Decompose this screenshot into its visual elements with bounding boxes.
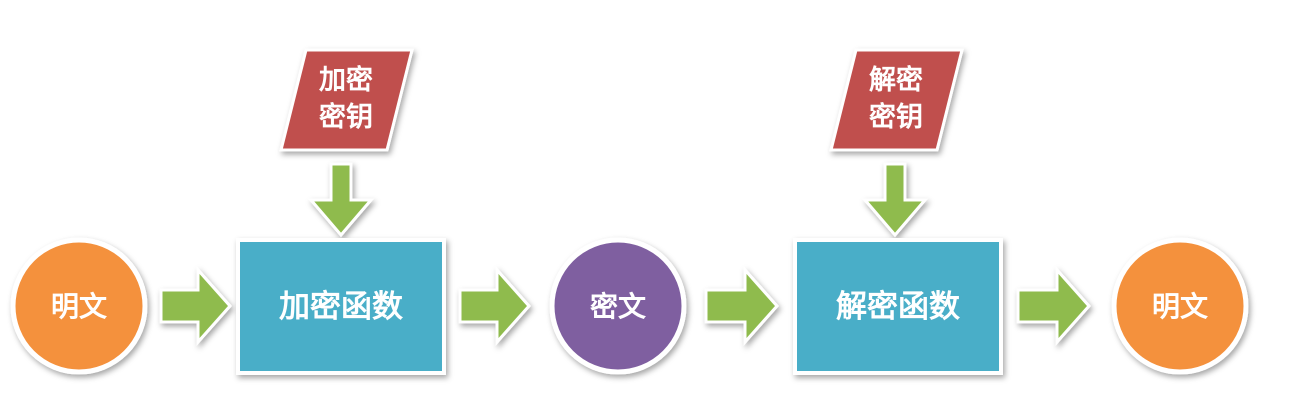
arrow-encrypt-key-down — [307, 162, 375, 238]
decryption-key-label-line1: 解密 — [869, 64, 923, 96]
ciphertext-label: 密文 — [590, 290, 646, 323]
ciphertext-node: 密文 — [549, 237, 687, 375]
arrow-encrypt-to-ciphertext — [458, 266, 532, 346]
encryption-key-label-line1: 加密 — [319, 64, 373, 96]
decryption-function-node: 解密函数 — [793, 238, 1003, 375]
arrow-decrypt-to-plaintext — [1016, 266, 1092, 346]
plaintext-output-label: 明文 — [1152, 290, 1208, 323]
arrow-ciphertext-to-decrypt — [704, 266, 780, 346]
decryption-key-node: 解密 密钥 — [829, 48, 964, 152]
encryption-function-node: 加密函数 — [236, 238, 446, 375]
plaintext-input-label: 明文 — [51, 290, 107, 323]
encryption-key-label-line2: 密钥 — [319, 101, 373, 133]
encryption-function-label: 加密函数 — [279, 289, 403, 325]
arrow-plaintext-to-encrypt — [159, 266, 233, 346]
encryption-key-node: 加密 密钥 — [279, 48, 414, 152]
decryption-function-label: 解密函数 — [836, 289, 960, 325]
decryption-key-label-line2: 密钥 — [869, 101, 923, 133]
arrow-decrypt-key-down — [861, 162, 929, 238]
plaintext-input-node: 明文 — [10, 237, 148, 375]
plaintext-output-node: 明文 — [1111, 237, 1249, 375]
